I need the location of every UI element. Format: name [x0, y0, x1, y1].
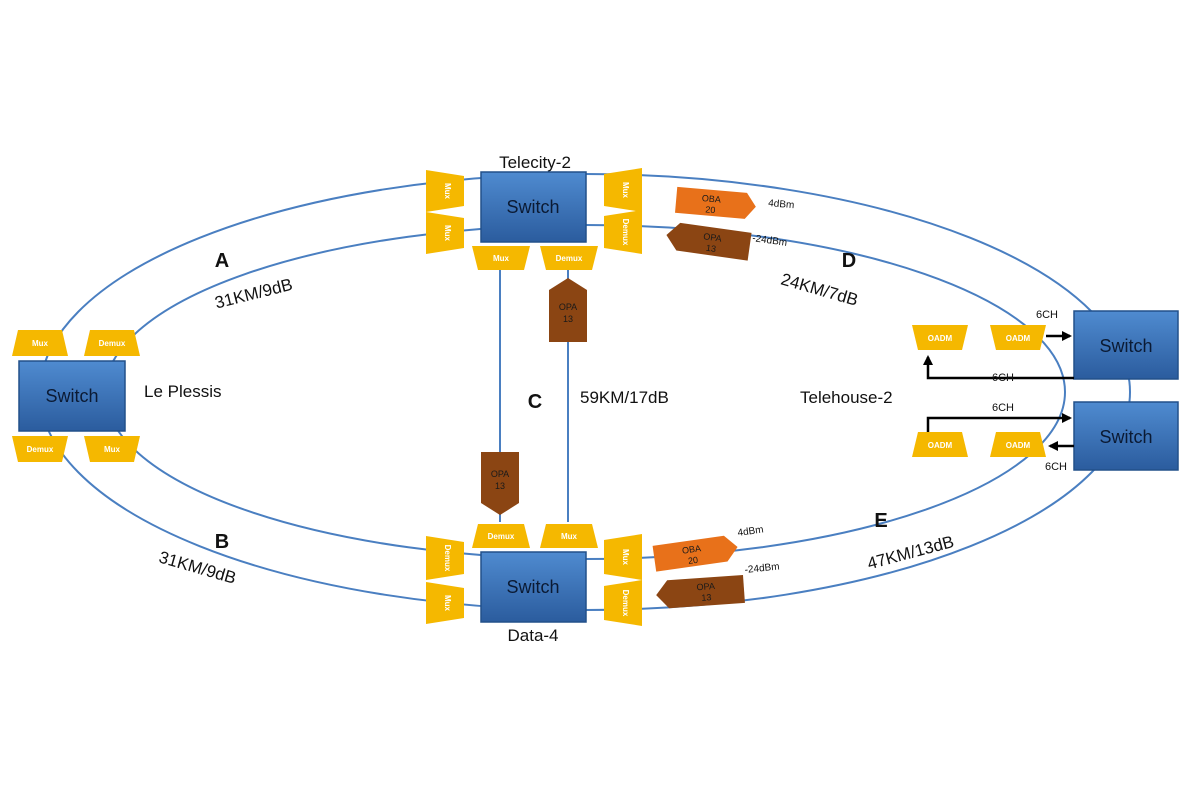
demux-data4-top: Demux	[472, 524, 530, 548]
amp-opa-top: OPA 13	[666, 222, 752, 261]
switch-telehouse-lower-label: Switch	[1099, 427, 1152, 447]
oadm-inner-bottom: OADM	[912, 432, 968, 457]
demux-data4-right: Demux	[604, 580, 642, 626]
link-d-id: D	[842, 250, 856, 272]
svg-text:20: 20	[687, 555, 698, 566]
demux-plessis-bottom: Demux	[12, 436, 68, 462]
node-telecity: Telecity-2 Switch Mux Mux Mux Demux Mux …	[426, 153, 642, 270]
amp-oba-bottom: OBA 20	[652, 535, 738, 572]
site-label-data4: Data-4	[507, 626, 558, 645]
svg-text:Mux: Mux	[443, 225, 452, 242]
site-label-telehouse: Telehouse-2	[800, 388, 893, 407]
mux-telecity-bottom: Mux	[472, 246, 530, 270]
switch-data4-label: Switch	[506, 577, 559, 597]
switch-telehouse-lower[interactable]	[1073, 401, 1179, 471]
power-bottom-in: -24dBm	[744, 561, 780, 576]
switch-telecity[interactable]	[480, 171, 587, 243]
site-label-le-plessis: Le Plessis	[144, 382, 221, 401]
svg-text:Demux: Demux	[443, 545, 452, 572]
svg-text:13: 13	[563, 314, 573, 324]
svg-text:OPA: OPA	[559, 302, 577, 312]
link-e-id: E	[874, 510, 887, 532]
svg-text:OADM: OADM	[1006, 334, 1031, 343]
svg-text:OPA: OPA	[491, 469, 509, 479]
power-top-out: 4dBm	[768, 198, 795, 211]
switch-le-plessis-label: Switch	[45, 386, 98, 406]
svg-text:13: 13	[701, 592, 712, 603]
svg-text:OPA: OPA	[703, 231, 723, 243]
mux-plessis-bottom: Mux	[84, 436, 140, 462]
switch-telehouse-upper[interactable]	[1073, 310, 1179, 380]
switch-telecity-label: Switch	[506, 197, 559, 217]
svg-text:Demux: Demux	[621, 219, 630, 246]
svg-text:OPA: OPA	[696, 581, 715, 592]
svg-text:Demux: Demux	[488, 532, 515, 541]
svg-text:Mux: Mux	[104, 445, 121, 454]
amp-opa-c-bottom: OPA 13	[481, 452, 519, 515]
oadm-outer-bottom: OADM	[990, 432, 1046, 457]
svg-text:OADM: OADM	[928, 334, 953, 343]
switch-le-plessis[interactable]	[18, 360, 126, 432]
amp-oba-top: OBA 20	[675, 186, 756, 219]
channel-label-1: 6CH	[1036, 309, 1058, 321]
mux-data4-left: Mux	[426, 582, 464, 624]
amp-opa-bottom: OPA 13	[656, 574, 745, 609]
mux-telecity-right: Mux	[604, 168, 642, 212]
mux-plessis-top: Mux	[12, 330, 68, 356]
svg-text:Mux: Mux	[621, 549, 630, 566]
link-c-spec: 59KM/17dB	[580, 388, 669, 407]
channel-arrows	[923, 331, 1074, 451]
link-d-spec: 24KM/7dB	[779, 270, 861, 310]
svg-text:Mux: Mux	[561, 532, 578, 541]
oadm-inner-top: OADM	[912, 325, 968, 350]
channel-label-4: 6CH	[1045, 461, 1067, 473]
switch-data4[interactable]	[480, 551, 587, 623]
node-telehouse: Telehouse-2 OADM OADM OADM OADM Switch S…	[800, 309, 1179, 473]
amp-opa-c-top: OPA 13	[549, 278, 587, 342]
switch-telehouse-upper-label: Switch	[1099, 336, 1152, 356]
power-bottom-out: 4dBm	[737, 524, 764, 539]
power-top-in: -24dBm	[752, 233, 788, 249]
svg-text:Demux: Demux	[99, 339, 126, 348]
svg-text:Mux: Mux	[621, 182, 630, 199]
arrow-6ch-2	[923, 355, 1074, 380]
channel-label-2: 6CH	[992, 372, 1014, 384]
demux-data4-left: Demux	[426, 536, 464, 580]
svg-text:OADM: OADM	[1006, 441, 1031, 450]
site-label-telecity: Telecity-2	[499, 153, 571, 172]
oadm-outer-top: OADM	[990, 325, 1046, 350]
arrow-6ch-3	[926, 413, 1072, 432]
svg-text:Demux: Demux	[27, 445, 54, 454]
svg-text:Demux: Demux	[621, 590, 630, 617]
mux-data4-right: Mux	[604, 534, 642, 580]
node-le-plessis: Mux Demux Switch Demux Mux Le Plessis	[12, 330, 221, 462]
svg-text:OBA: OBA	[701, 193, 721, 205]
mux-data4-top: Mux	[540, 524, 598, 548]
channel-label-3: 6CH	[992, 402, 1014, 414]
svg-text:Mux: Mux	[493, 254, 510, 263]
svg-text:Mux: Mux	[443, 595, 452, 612]
svg-text:OBA: OBA	[681, 543, 701, 556]
svg-text:13: 13	[495, 481, 505, 491]
link-b-id: B	[215, 531, 229, 553]
mux-telecity-left: Mux	[426, 170, 464, 212]
demux-telecity-right: Demux	[604, 210, 642, 254]
node-data4: Switch Data-4 Demux Mux Demux Mux Mux De…	[426, 524, 642, 645]
svg-text:Demux: Demux	[556, 254, 583, 263]
demux-plessis-top: Demux	[84, 330, 140, 356]
svg-text:OADM: OADM	[928, 441, 953, 450]
link-b-spec: 31KM/9dB	[157, 548, 239, 588]
svg-text:20: 20	[705, 204, 716, 215]
link-a-id: A	[215, 250, 229, 272]
svg-text:Mux: Mux	[32, 339, 49, 348]
svg-text:13: 13	[705, 243, 716, 254]
demux-telecity-bottom: Demux	[540, 246, 598, 270]
mux-telecity-left-2: Mux	[426, 212, 464, 254]
link-c-id: C	[528, 391, 542, 413]
svg-text:Mux: Mux	[443, 183, 452, 200]
